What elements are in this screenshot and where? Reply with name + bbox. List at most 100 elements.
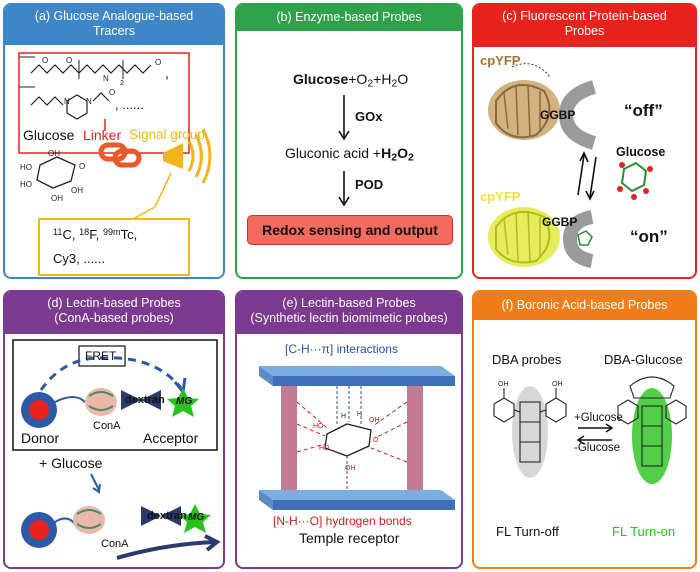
ch-pi-lines xyxy=(336,386,362,490)
mg-star-2-icon xyxy=(179,504,211,533)
panel-c-title-line2: Probes xyxy=(564,24,605,38)
linker-more: , ...... xyxy=(115,97,144,112)
redox-label: Redox sensing and output xyxy=(262,222,438,238)
temple-receptor-label: Temple receptor xyxy=(299,530,400,546)
linker-label: Linker xyxy=(83,127,122,143)
plus-glucose-f-label: +Glucose xyxy=(574,412,623,424)
donor-bead-2-icon xyxy=(21,512,57,548)
ggbp-top-label: GGBP xyxy=(540,108,576,122)
ggbp-bottom-shape xyxy=(562,210,594,268)
ggbp-bottom-label: GGBP xyxy=(542,215,578,229)
linker-comma: , xyxy=(165,65,169,81)
donor-bead-icon xyxy=(21,392,57,428)
acceptor-label: Acceptor xyxy=(143,430,199,446)
svg-text:HO: HO xyxy=(20,163,32,172)
down-arrow-2-icon xyxy=(338,171,350,207)
panel-a-header: (a) Glucose Analogue-based Tracers xyxy=(5,5,223,45)
svg-text:O: O xyxy=(373,437,379,444)
svg-text:O: O xyxy=(79,162,85,171)
piperazine-chain xyxy=(30,96,64,106)
tracer-line-1: 11C, 18F, 99mTc, xyxy=(53,227,137,242)
panel-b-title: (b) Enzyme-based Probes xyxy=(276,10,422,24)
signal-group-label: Signal group xyxy=(129,127,205,142)
glucose-reactant: Glucose xyxy=(293,71,349,87)
redox-output-box: Redox sensing and output xyxy=(247,215,453,245)
c11-text: C, xyxy=(62,227,80,243)
panel-f-header: (f) Boronic Acid-based Probes xyxy=(474,292,695,320)
panel-d-title-line2: (ConA-based probes) xyxy=(54,311,174,325)
on-label: “on” xyxy=(630,227,668,246)
svg-text:HO: HO xyxy=(319,445,330,452)
plus-glucose-label: + Glucose xyxy=(39,455,103,471)
tracer-line-2: Cy3, ...... xyxy=(53,251,106,266)
svg-text:N: N xyxy=(64,97,70,106)
reaction-line-2: Gluconic acid +H2O2 xyxy=(285,145,414,164)
mg-2-label: MG xyxy=(188,512,205,523)
f18-text: F, xyxy=(89,227,103,243)
off-label: “off” xyxy=(624,101,663,120)
panel-e-title-line1: (e) Lectin-based Probes xyxy=(282,296,416,310)
turn-on-label: FL Turn-on xyxy=(612,524,676,539)
panel-a-drawing: O O N O 2 N N O OH HO HO OH O OH xyxy=(18,52,212,276)
cpyfp-top-label: cpYFP xyxy=(480,53,521,68)
reaction-line-1: Glucose+O2+H2O xyxy=(293,71,409,90)
panel-e-title-line2: (Synthetic lectin biomimetic probes) xyxy=(250,311,448,325)
turn-off-label: FL Turn-off xyxy=(496,524,559,539)
tc99m-text: Tc, xyxy=(120,227,138,243)
cona-protein-2-icon xyxy=(73,506,105,534)
chain-link-icon xyxy=(98,142,142,168)
dba-glucose-structure xyxy=(617,376,687,467)
cona-label: ConA xyxy=(93,420,121,432)
donor-label: Donor xyxy=(21,430,60,446)
panel-c: (c) Fluorescent Protein-based Probes xyxy=(472,3,697,279)
glucose-molecule-icon xyxy=(617,161,653,200)
svg-text:H: H xyxy=(341,413,346,420)
signal-horn-icon xyxy=(163,128,212,184)
pillar-right xyxy=(407,386,423,490)
svg-text:HO: HO xyxy=(20,180,32,189)
panel-f-title: (f) Boronic Acid-based Probes xyxy=(501,298,668,312)
ggbp-top-shape xyxy=(558,80,597,150)
f18-sup: 18 xyxy=(79,227,90,237)
svg-text:N: N xyxy=(86,97,92,106)
fret-frame xyxy=(12,339,218,451)
panel-e: (e) Lectin-based Probes (Synthetic lecti… xyxy=(235,290,463,569)
dba-probe-structure xyxy=(493,388,567,463)
svg-text:O: O xyxy=(42,56,48,65)
panel-a: (a) Glucose Analogue-based Tracers O O N… xyxy=(3,3,225,279)
svg-text:O: O xyxy=(109,88,115,97)
panel-b: (b) Enzyme-based Probes Glucose+O2+H2O G… xyxy=(235,3,463,279)
tracer-box xyxy=(38,218,190,276)
gox-label: GOx xyxy=(355,109,383,124)
panel-b-header: (b) Enzyme-based Probes xyxy=(237,5,461,31)
dba-probes-label: DBA probes xyxy=(492,352,562,367)
svg-text:OH: OH xyxy=(345,465,356,472)
svg-text:O: O xyxy=(66,56,72,65)
peg-chain-1 xyxy=(30,64,152,74)
reversible-arrows-f-icon xyxy=(576,423,614,445)
panel-f-drawing: OH OH xyxy=(493,376,687,484)
panel-b-arrows xyxy=(338,95,350,207)
c11-sup: 11 xyxy=(53,227,63,237)
nho-label: [N-H···O] hydrogen bonds xyxy=(273,514,412,528)
mg-star-icon xyxy=(167,388,199,417)
mg-label: MG xyxy=(176,396,193,407)
minus-glucose-f-label: -Glucose xyxy=(574,442,621,454)
cona-protein-icon xyxy=(85,388,117,416)
dextran-2-label: dextran xyxy=(147,510,187,522)
fret-label: FRET xyxy=(85,349,117,363)
svg-text:OH: OH xyxy=(498,381,509,388)
cpyfp-off-protein xyxy=(488,63,560,140)
panel-f: (f) Boronic Acid-based Probes DBA probes… xyxy=(472,290,697,569)
dextran-shape xyxy=(121,390,141,410)
tc99m-sup: 99m xyxy=(102,227,121,237)
svg-text:OH: OH xyxy=(71,186,83,195)
svg-text:OH: OH xyxy=(48,149,60,158)
down-arrow-1-icon xyxy=(338,95,350,141)
panel-d-drawing xyxy=(12,339,221,560)
svg-text:N: N xyxy=(103,74,109,83)
dextran-2-shape xyxy=(141,506,161,526)
bound-glucose: HO HO OH O OH H H xyxy=(313,411,380,472)
panel-c-drawing xyxy=(488,63,653,268)
glucose-label: Glucose xyxy=(23,127,75,143)
